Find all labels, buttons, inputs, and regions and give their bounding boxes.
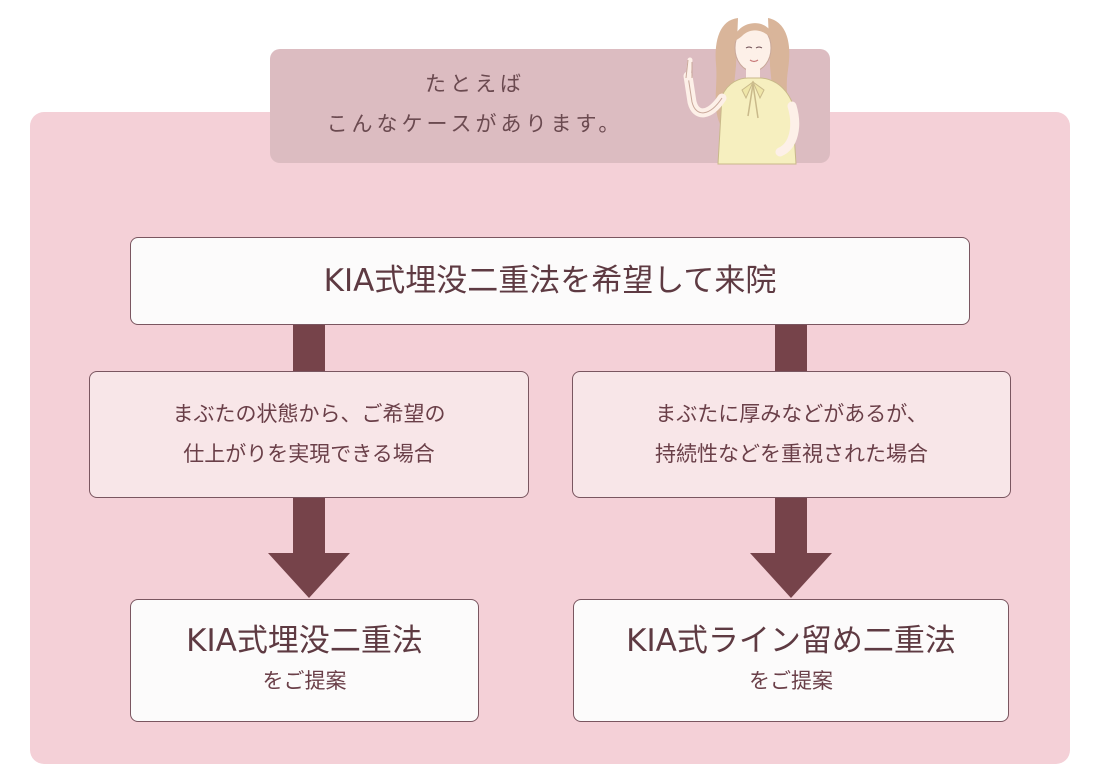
woman-pointing-illustration <box>683 18 800 165</box>
result-box-left: KIA式埋没二重法 をご提案 <box>130 599 479 722</box>
case-left-line-2: 仕上がりを実現できる場合 <box>183 442 435 466</box>
arrow-down-right <box>750 498 832 598</box>
result-left-title: KIA式埋没二重法 <box>186 623 423 659</box>
start-box: KIA式埋没二重法を希望して来院 <box>130 237 970 325</box>
case-left-line-1: まぶたの状態から、ご希望の <box>172 402 446 426</box>
header-text: たとえば こんなケースがあります。 <box>300 64 650 144</box>
case-right-line-2: 持続性などを重視された場合 <box>655 442 928 466</box>
start-label: KIA式埋没二重法を希望して来院 <box>323 263 777 299</box>
case-box-right: まぶたに厚みなどがあるが、 持続性などを重視された場合 <box>572 371 1011 498</box>
header-line-2: こんなケースがあります。 <box>326 112 624 136</box>
result-left-sub: をご提案 <box>262 669 347 693</box>
result-right-sub: をご提案 <box>749 669 833 693</box>
result-right-title: KIA式ライン留め二重法 <box>626 623 956 659</box>
connector-right <box>775 325 807 371</box>
case-box-left: まぶたの状態から、ご希望の 仕上がりを実現できる場合 <box>89 371 529 498</box>
case-right-line-1: まぶたに厚みなどがあるが、 <box>655 402 928 426</box>
header-line-1: たとえば <box>425 72 525 96</box>
arrow-down-left <box>268 498 350 598</box>
result-box-right: KIA式ライン留め二重法 をご提案 <box>573 599 1009 722</box>
connector-left <box>293 325 325 371</box>
